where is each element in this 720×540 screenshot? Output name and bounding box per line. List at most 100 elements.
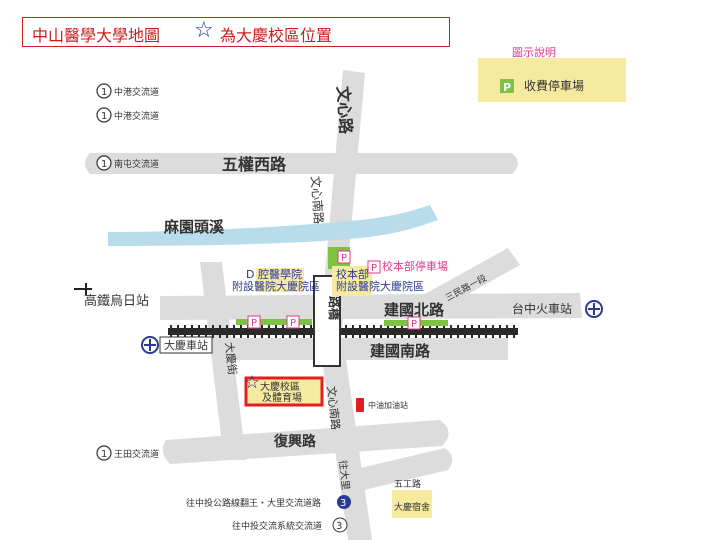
- label-daqing-station: 大慶車站: [164, 338, 208, 352]
- railway-tie: [240, 325, 242, 338]
- expressway-number: 3: [336, 521, 342, 532]
- railway-tie: [268, 325, 270, 338]
- railway-tie: [289, 325, 291, 338]
- railway-tie: [464, 325, 466, 338]
- road-wugong: [352, 448, 453, 492]
- route-number: 1: [101, 159, 107, 170]
- parking-icon: P: [286, 315, 300, 329]
- label-dental-1: D 腔醫學院: [246, 267, 302, 281]
- railway-tie: [506, 325, 508, 338]
- label-taichung-station[interactable]: 台中火車站: [512, 301, 572, 316]
- railway-tie: [170, 325, 172, 338]
- railway-tie: [198, 325, 200, 338]
- creek-maiyuantou: [108, 205, 438, 246]
- route-label[interactable]: 南屯交流道: [114, 158, 159, 170]
- railway-tie: [345, 325, 347, 338]
- road-fuxing: [162, 420, 449, 464]
- label-jianguo-north: 建國北路: [384, 301, 445, 319]
- svg-text:P: P: [341, 253, 347, 264]
- label-fuxing: 復興路: [273, 433, 317, 450]
- label-creek: 麻園頭溪: [163, 218, 225, 236]
- route-shield-icon: [96, 83, 112, 99]
- railway-tie: [429, 325, 431, 338]
- railway-tie: [471, 325, 473, 338]
- railway-tie: [191, 325, 193, 338]
- railway-tie: [366, 325, 368, 338]
- label-daqing-street: 大慶街: [222, 341, 239, 375]
- label-wenxin-south-upper: 文心南路: [308, 175, 326, 224]
- route-number: 1: [101, 111, 107, 122]
- parking-icon: P: [337, 250, 351, 264]
- parking-icon: P: [407, 316, 421, 330]
- railway-tie: [296, 325, 298, 338]
- label-hsr[interactable]: 高鐵烏日站: [84, 293, 149, 309]
- hsr-arrow-icon: [74, 283, 92, 295]
- railway-tie: [219, 325, 221, 338]
- railway-tie: [184, 325, 186, 338]
- route-number: 1: [101, 87, 107, 98]
- railway-tie: [373, 325, 375, 338]
- label-wuquan-west: 五權西路: [222, 155, 287, 174]
- railway-tie: [443, 325, 445, 338]
- railway-tie: [436, 325, 438, 338]
- railway-tie: [380, 325, 382, 338]
- expressway-number-icon: [332, 517, 348, 533]
- label-campus-2: 附設醫院大慶院區: [336, 279, 424, 293]
- title-box: [22, 17, 450, 47]
- label-bus-line: 往中投公路線翻王・大里交流道路: [186, 497, 321, 509]
- page-title: 中山醫學大學地圖: [32, 26, 161, 45]
- route-label[interactable]: 中港交流道: [114, 110, 159, 122]
- label-zhuangda: 往大里: [336, 459, 352, 490]
- railway-tie: [205, 325, 207, 338]
- parking-icon: P: [367, 260, 381, 274]
- railway-tie: [408, 325, 410, 338]
- svg-text:P: P: [251, 318, 257, 329]
- star-note: 為大慶校區位置: [220, 26, 333, 45]
- legend-box: 圖示說明 P 收費停車場: [478, 45, 626, 102]
- label-dorm: 大慶宿舍: [394, 501, 430, 513]
- daqing-campus-box[interactable]: [244, 376, 324, 407]
- label-daqing-campus: 大慶校區: [260, 380, 300, 393]
- route-shield-icon: [96, 445, 112, 461]
- bus-number: 3: [340, 498, 346, 509]
- label-gas-station: 中油加油站: [368, 400, 408, 410]
- road-jianguo-south: [212, 338, 508, 360]
- daqing-station-box[interactable]: [159, 336, 213, 354]
- label-wenxin-north: 文心路: [333, 85, 355, 135]
- label-jianguo-south: 建國南路: [370, 342, 431, 360]
- railway-tie: [450, 325, 452, 338]
- legend-parking-label: 收費停車場: [524, 78, 584, 93]
- railway: [168, 325, 518, 338]
- route-label[interactable]: 中港交流道: [114, 86, 159, 98]
- railway-tie: [478, 325, 480, 338]
- svg-text:P: P: [290, 318, 296, 329]
- label-wugong: 五工路: [394, 478, 421, 490]
- road-daqing-street: [200, 262, 246, 460]
- route-label[interactable]: 王田交流道: [114, 448, 159, 460]
- railway-tie: [513, 325, 515, 338]
- route-number: 1: [101, 449, 107, 460]
- road-jianguo-north: [160, 293, 582, 320]
- railway-tie: [485, 325, 487, 338]
- legend-parking-icon: P: [503, 81, 511, 94]
- svg-text:P: P: [371, 263, 377, 274]
- label-expressway: 往中投交流系統交流道: [232, 520, 322, 532]
- label-daqing-dorm: 及體育場: [262, 391, 302, 404]
- railway-tie: [394, 325, 396, 338]
- label-dental-2: 附設醫院大慶院區: [232, 279, 320, 293]
- railway-tie: [492, 325, 494, 338]
- legend-title: 圖示說明: [512, 45, 556, 59]
- railway-tie: [352, 325, 354, 338]
- railway-tie: [233, 325, 235, 338]
- railway-tie: [303, 325, 305, 338]
- route-shield-icon: [96, 155, 112, 171]
- parking-icons: P P P P P: [247, 250, 421, 330]
- star-icon: ☆: [194, 18, 214, 43]
- route-shield-icon: [96, 107, 112, 123]
- railway-tie: [387, 325, 389, 338]
- parking-icon: P: [247, 315, 261, 329]
- road-sanmin: [405, 248, 520, 322]
- campus-block: [332, 266, 372, 296]
- station-icon-right: [585, 300, 603, 318]
